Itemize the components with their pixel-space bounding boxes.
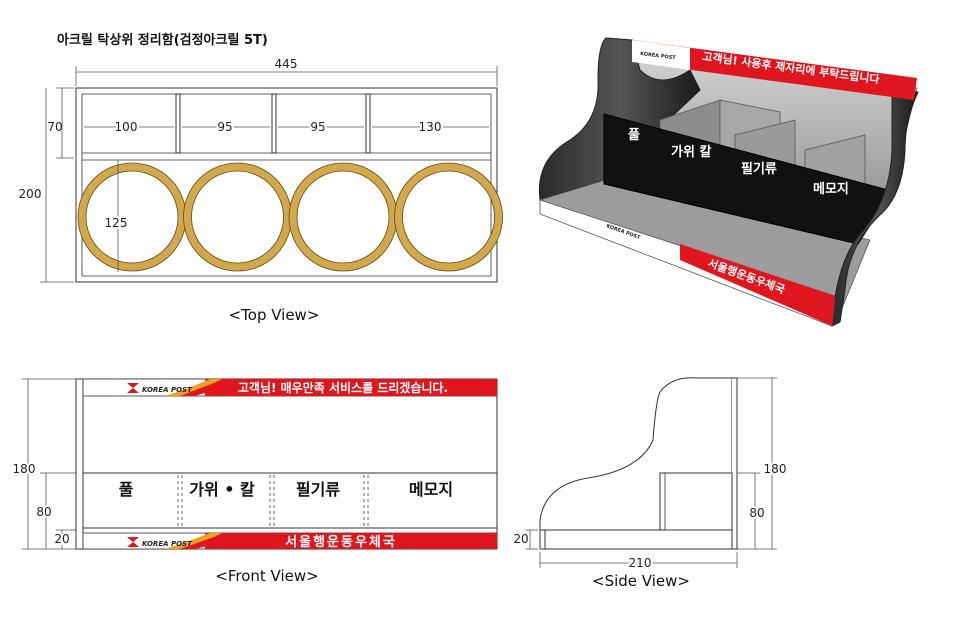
perspective-bottom-banner [680, 244, 835, 326]
holder-ring-inner-outline [85, 170, 179, 264]
korea-post-logo: KOREA POST [127, 383, 193, 394]
side-height-dimension: 180 [764, 462, 787, 476]
holder-ring [289, 163, 397, 271]
top-view: 445 100 95 95 130 70 200 125 [19, 57, 503, 324]
holder-ring [78, 163, 186, 271]
side-view-caption: <Side View> [592, 572, 690, 590]
side-mid-height-dimension: 80 [749, 506, 764, 520]
front-view-caption: <Front View> [215, 567, 318, 585]
perspective-label-scissors-knife: 가위 칼 [671, 145, 711, 160]
compartment-label-scissors-knife: 가위 • 칼 [189, 480, 255, 499]
top-width-dimension: 445 [275, 57, 298, 71]
front-base-height-dimension: 20 [54, 532, 69, 546]
compartment-3-width: 95 [310, 120, 325, 134]
row-height-dimension: 70 [47, 120, 62, 134]
holder-ring-inner-outline [296, 170, 390, 264]
perspective-label-glue: 풀 [628, 128, 640, 143]
divider [365, 93, 371, 154]
svg-text:KOREA POST: KOREA POST [142, 386, 193, 394]
top-banner-text: 고객님! 매우만족 서비스를 드리겠습니다. [238, 380, 448, 395]
compartment-1-width: 100 [115, 120, 138, 134]
front-height-dimension: 180 [13, 462, 36, 476]
holder-ring [183, 163, 292, 271]
holder-ring-inner-outline [191, 170, 284, 264]
top-banner [205, 379, 497, 396]
side-depth-dimension: 210 [629, 556, 652, 570]
compartment-label-writing: 필기류 [296, 480, 340, 499]
front-view: 180 80 20 KOREA POST 고객님! 매우만족 서비스를 드리겠습… [11, 378, 498, 585]
side-view: 180 80 20 210 <Side View> [511, 377, 788, 590]
top-view-outline [75, 87, 498, 283]
drawing-title: 아크릴 탁상위 정리함(검정아크릴 5T) [57, 32, 268, 48]
compartment-label-memo: 메모지 [409, 480, 453, 499]
top-view-caption: <Top View> [229, 306, 320, 324]
perspective-label-writing: 필기류 [741, 162, 777, 177]
divider [271, 93, 277, 154]
total-height-dimension: 200 [19, 187, 42, 201]
svg-text:KOREA POST: KOREA POST [142, 540, 193, 548]
ring-group [77, 162, 503, 272]
ring-diameter-dimension: 125 [105, 216, 128, 230]
perspective-top-banner [632, 40, 917, 100]
side-base-height-dimension: 20 [513, 532, 528, 546]
front-mid-height-dimension: 80 [36, 505, 51, 519]
compartment-4-width: 130 [419, 120, 442, 134]
holder-ring-inner-outline [402, 170, 495, 264]
perspective-view: 풀 가위 칼 필기류 메모지 KOREA POST 고객님! 사용후 제자리에 … [538, 37, 919, 327]
divider [175, 93, 181, 154]
perspective-label-memo: 메모지 [813, 182, 849, 197]
compartment-label-glue: 풀 [119, 480, 134, 499]
bottom-banner-text: 서울행운동우체국 [285, 534, 397, 550]
bottom-banner [205, 533, 497, 549]
holder-ring-outline [394, 162, 503, 272]
korea-post-logo: KOREA POST [127, 537, 193, 548]
compartment-2-width: 95 [217, 120, 232, 134]
holder-ring [394, 163, 503, 271]
korea-post-logo: KOREA POST [640, 51, 677, 61]
